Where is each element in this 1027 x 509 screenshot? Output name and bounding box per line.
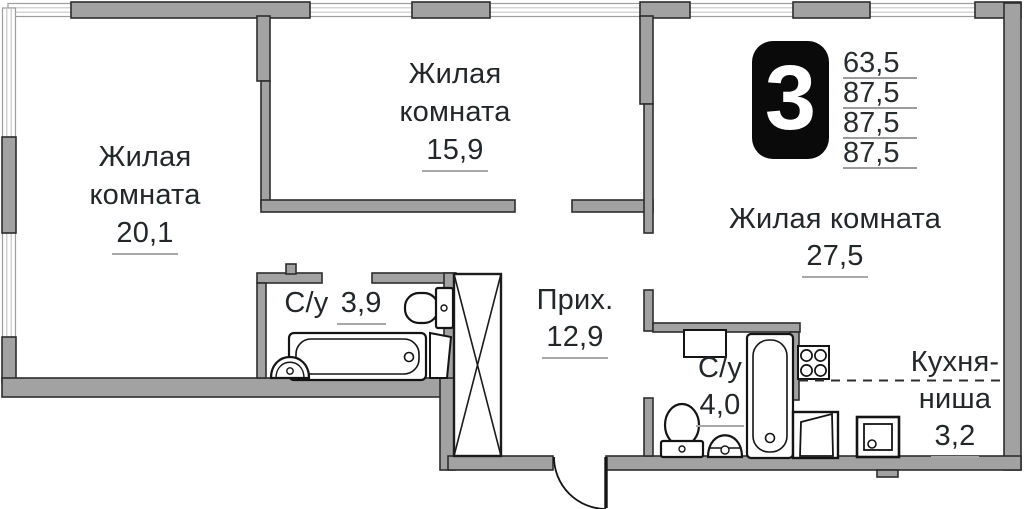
room-label-kitchen-niche: Кухня- ниша 3,2: [880, 344, 1027, 458]
room-name: Жилая: [408, 58, 502, 90]
room-area: 15,9: [422, 131, 488, 172]
room-name: С/у: [697, 352, 743, 384]
wardrobe-icon: [452, 272, 503, 458]
exterior-walls: [1, 1, 1022, 478]
sink-icon: [706, 434, 744, 459]
kitchen-sink-icon: [855, 415, 901, 459]
room-label-bathroom-2: С/у 4,0: [678, 350, 762, 427]
toilet-icon: [403, 286, 455, 330]
room-name: Прих.: [536, 284, 614, 316]
room-label-living-2: Жилая комната 15,9: [365, 55, 545, 172]
area-value: 63,5: [843, 49, 917, 79]
room-label-living-1: Жилая комната 20,1: [50, 138, 240, 255]
sink-icon: [269, 355, 311, 380]
area-value: 87,5: [843, 109, 917, 139]
window: [869, 2, 976, 18]
room-name: ниша: [918, 383, 992, 415]
room-name: комната: [89, 179, 201, 211]
window: [309, 2, 413, 18]
door-leaf: [429, 331, 453, 379]
room-name: Кухня-: [910, 346, 1000, 378]
window: [1, 232, 17, 338]
room-label-living-3: Жилая комната 27,5: [710, 201, 960, 278]
bathtub-icon: [745, 332, 795, 460]
room-area: 12,9: [542, 319, 608, 359]
window: [689, 2, 794, 18]
rooms-count-badge: 3: [752, 41, 829, 159]
door-leaf: [791, 410, 840, 460]
room-name: Жилая комната: [728, 203, 942, 235]
room-area: 3,9: [336, 284, 386, 325]
room-label-hallway: Прих. 12,9: [515, 282, 635, 359]
room-area: 4,0: [695, 387, 745, 427]
bathtub-icon: [287, 331, 428, 382]
washing-machine-icon: [683, 329, 727, 358]
window: [7, 2, 72, 18]
room-area: 20,1: [112, 214, 178, 255]
stove-icon: [797, 345, 830, 380]
room-area: 27,5: [802, 238, 868, 278]
room-name: Жилая: [98, 141, 192, 173]
area-value: 87,5: [843, 79, 917, 109]
area-summary: 63,5 87,5 87,5 87,5: [843, 49, 917, 169]
area-value: 87,5: [843, 139, 917, 169]
rooms-count: 3: [764, 47, 817, 149]
toilet-icon: [659, 402, 705, 459]
window: [489, 2, 641, 18]
room-area: 3,2: [930, 418, 980, 458]
room-name: С/у: [284, 287, 329, 319]
room-name: комната: [399, 96, 511, 128]
room-label-bathroom-1: С/у 3,9: [270, 284, 400, 325]
window: [1, 7, 17, 138]
entrance-door-arc: [553, 456, 608, 509]
